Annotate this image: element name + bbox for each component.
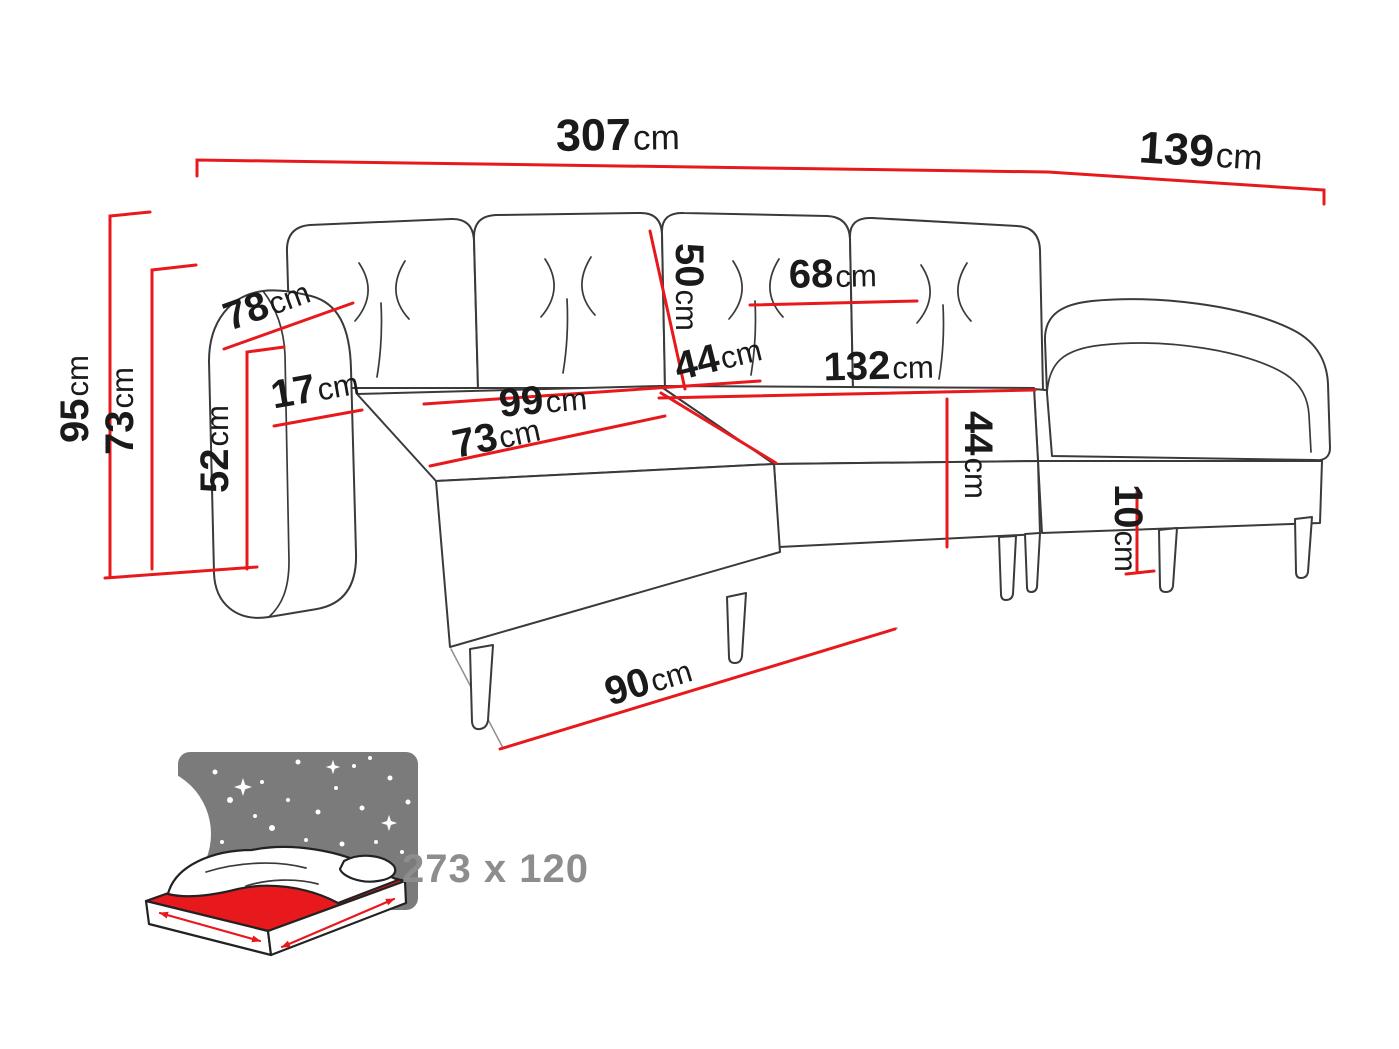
chaise-seat-width-label: 73cm	[449, 406, 544, 467]
pillow	[338, 854, 397, 883]
right-chaise-front	[1037, 460, 1323, 534]
middle-seat-width-line	[657, 388, 1037, 400]
left-chaise-leg-back	[726, 592, 747, 664]
total-height-label: 95cm	[53, 355, 97, 443]
back-cushion-2	[472, 211, 666, 389]
cushion-tuft-marks-4	[916, 262, 972, 380]
chaise-length-label: 99cm	[497, 374, 589, 426]
back-cushion-width-label: 68cm	[788, 251, 877, 297]
armrest-width-line	[272, 408, 364, 428]
sleeping-function-icon	[75, 752, 418, 957]
mattress-length-arrow	[280, 897, 396, 949]
height-baseline	[103, 565, 259, 580]
back-cushion-height-label: 50cm	[667, 243, 711, 331]
inner-height-line	[150, 263, 198, 571]
middle-seat-width-label: 132cm	[823, 343, 934, 390]
cushion-tuft-marks-3	[728, 258, 784, 376]
total-depth-line	[1046, 170, 1326, 206]
cushion-tuft-marks-2	[540, 256, 596, 374]
back-cushion-height-line	[648, 229, 687, 391]
back-cushion-width-line	[748, 299, 919, 307]
sofa-drawing	[208, 211, 1331, 749]
seat-depth-line	[659, 391, 778, 465]
left-armrest-roll-line	[262, 290, 290, 618]
armrest-height-label: 52cm	[193, 405, 237, 493]
total-height-line	[108, 210, 152, 579]
right-armrest	[1043, 298, 1331, 462]
middle-leg-1	[998, 535, 1017, 601]
back-cushion-4	[848, 216, 1044, 392]
chaise-length-line	[422, 379, 762, 406]
chaise-seat-width-line	[428, 414, 667, 468]
total-width-line	[195, 158, 1050, 178]
sleeping-area-label: 273 x 120	[402, 847, 589, 891]
bedding-fold-lines	[205, 862, 319, 887]
right-chaise-leg-back	[1294, 516, 1313, 579]
total-depth-label: 139cm	[1138, 121, 1265, 179]
moon-crescent	[75, 766, 211, 902]
right-armrest-roll-line	[1046, 342, 1312, 453]
mattress-width-arrow	[158, 911, 262, 943]
left-chaise-front	[435, 463, 781, 648]
armrest-width-label: 17cm	[268, 359, 362, 418]
armrest-depth-line	[222, 301, 355, 351]
leg-height-label: 10cm	[1106, 484, 1150, 572]
seat-height-label: 44cm	[956, 411, 1000, 499]
leg-height-line	[1124, 490, 1156, 576]
left-chaise-leg-front	[469, 644, 494, 731]
dimension-lines	[103, 158, 1326, 751]
dimension-labels: 307cm 139cm 95cm 73cm 78cm 17cm 52cm 99c…	[53, 108, 1265, 715]
armrest-height-line	[245, 345, 286, 571]
right-chaise-leg-front	[1158, 527, 1178, 593]
inner-height-label: 73cm	[98, 367, 142, 455]
total-width-label: 307cm	[556, 108, 681, 161]
middle-leg-2	[1024, 532, 1041, 593]
chaise-front-width-line	[498, 627, 897, 751]
middle-seat-front	[773, 460, 1041, 548]
cushion-tuft-marks-1	[354, 260, 410, 378]
